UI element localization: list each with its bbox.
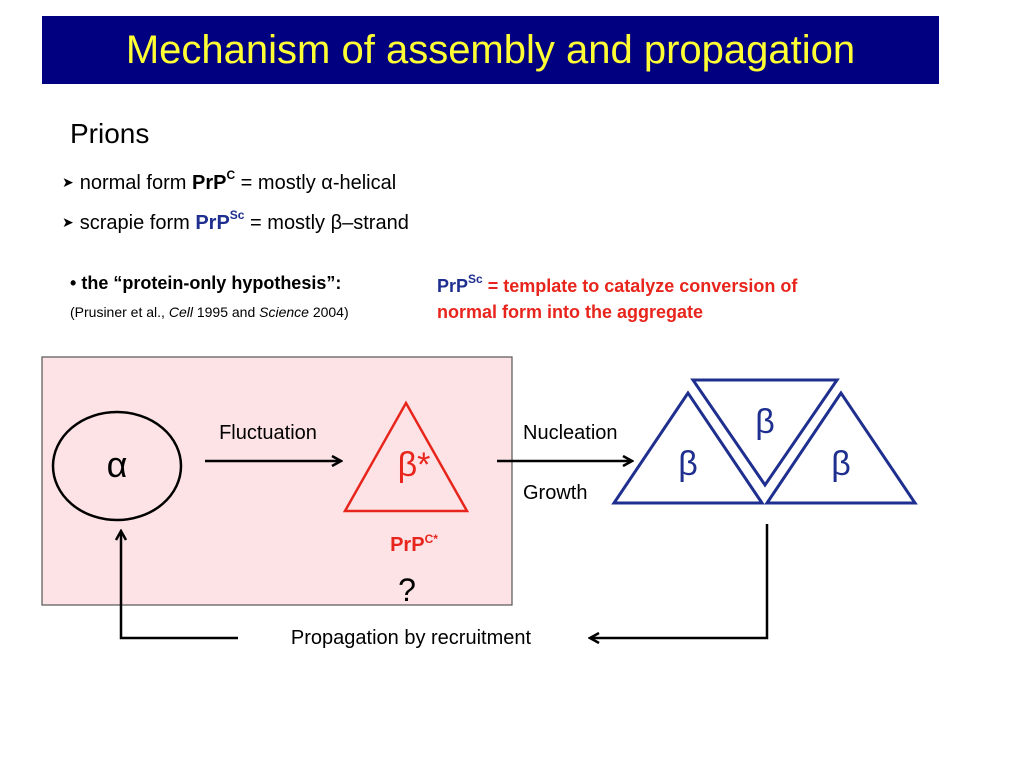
growth-label: Growth xyxy=(523,482,587,504)
nucleation-label: Nucleation xyxy=(523,422,618,444)
template-note-text: = template to catalyze conversion of nor… xyxy=(437,276,798,322)
bullet-suffix: = mostly α-helical xyxy=(235,172,397,194)
slide-title: Mechanism of assembly and propagation xyxy=(125,28,856,72)
bullet-suffix: = mostly β–strand xyxy=(244,212,409,234)
bullet-normal-form: ➤ normal form PrPC = mostly α-helical xyxy=(62,168,397,195)
recruitment-arrow-right xyxy=(590,524,769,638)
beta-triangle-left xyxy=(611,390,765,505)
prpc-term: PrPC xyxy=(191,168,236,194)
alpha-circle xyxy=(51,410,183,522)
bullet-prefix: normal form xyxy=(79,172,192,194)
beta-triangle-top xyxy=(690,378,840,488)
beta-star-triangle xyxy=(342,400,470,513)
beta-symbol-top: β xyxy=(755,403,775,441)
propagation-label: Propagation by recruitment xyxy=(291,627,532,649)
beta-star-symbol: β* xyxy=(398,446,431,484)
fluctuation-label: Fluctuation xyxy=(219,422,317,444)
prpsc-term: PrPSc xyxy=(195,208,245,234)
citation: (Prusiner et al., Cell 1995 and Science … xyxy=(70,304,349,320)
beta-symbol-left: β xyxy=(678,445,698,483)
slide-subtitle: Prions xyxy=(70,118,150,149)
title-bar: Mechanism of assembly and propagation xyxy=(42,16,939,84)
question-mark: ? xyxy=(398,572,416,608)
prpc-star-label: PrPC* xyxy=(390,532,438,556)
dot-bullet-icon: • xyxy=(70,273,77,293)
recruitment-arrow-left xyxy=(121,531,238,640)
beta-symbol-right: β xyxy=(831,445,851,483)
template-note: PrPSc = template to catalyze conversion … xyxy=(437,273,857,325)
arrow-bullet-icon: ➤ xyxy=(62,174,74,190)
arrow-bullet-icon: ➤ xyxy=(62,214,74,230)
bullet-prefix: scrapie form xyxy=(79,212,196,234)
beta-triangle-right xyxy=(764,390,918,505)
hypothesis-line: • the “protein-only hypothesis”: xyxy=(70,273,341,294)
bullet-scrapie-form: ➤ scrapie form PrPSc = mostly β–strand xyxy=(62,208,409,235)
journal-science: Science xyxy=(259,304,309,320)
alpha-symbol: α xyxy=(107,444,128,485)
journal-cell: Cell xyxy=(168,304,193,320)
hypothesis-label: the “protein-only hypothesis”: xyxy=(81,273,342,293)
prpsc-term: PrPSc xyxy=(437,272,483,296)
